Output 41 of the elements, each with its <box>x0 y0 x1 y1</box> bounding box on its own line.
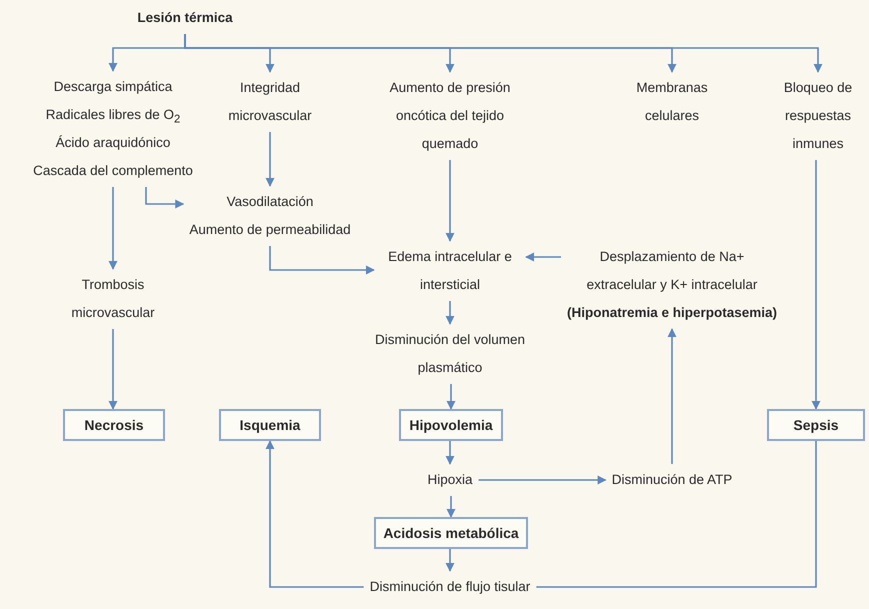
process-box: Hipovolemia <box>399 409 503 441</box>
node-text: Cascada del complemento <box>32 162 194 180</box>
node-text: Aumento de permeabilidad <box>189 221 351 239</box>
node-text: Integridad microvascular <box>209 72 331 132</box>
process-box: Isquemia <box>219 409 321 441</box>
arrow <box>108 187 118 270</box>
arrow <box>668 328 676 464</box>
arrow <box>446 301 454 325</box>
arrow <box>812 160 820 410</box>
arrow <box>266 440 364 588</box>
node-text: Trombosis microvascular <box>47 269 179 329</box>
arrow <box>108 329 118 410</box>
arrow <box>145 187 184 208</box>
node-text: Vasodilatación <box>226 193 314 211</box>
arrow <box>446 549 454 572</box>
node-text: Desplazamiento de Na+ extracelular y K+ intracelular <box>586 248 758 294</box>
node-text: Disminución del volumen plasmático <box>344 324 556 384</box>
arrow <box>269 246 375 274</box>
arrow <box>446 384 456 410</box>
process-box: Acidosis metabólica <box>374 517 528 549</box>
node-text: (Hiponatremia e hiperpotasemia) <box>567 304 777 322</box>
node-text: Ácido araquidónico <box>54 134 172 152</box>
arrow <box>446 160 454 242</box>
node-text: Descarga simpática <box>52 78 174 96</box>
node-text: Aumento de presión oncótica del tejido quemado <box>369 72 531 160</box>
arrow <box>446 441 454 465</box>
process-box: Necrosis <box>63 409 165 441</box>
process-box: Sepsis <box>767 409 865 441</box>
node-text: Membranas celulares <box>611 72 733 132</box>
node-text: Disminución de ATP <box>606 464 738 496</box>
arrow <box>525 252 561 262</box>
arrow <box>478 476 607 484</box>
node-text: Radicales libres de O$_{2}$ <box>44 106 182 128</box>
node-text: Edema intracelular e intersticial <box>374 241 526 301</box>
node-text: Hipoxia <box>421 464 479 496</box>
title-text: Lesión térmica <box>131 2 239 34</box>
node-text: Bloqueo de respuestas inmunes <box>762 72 869 160</box>
arrow <box>446 496 456 518</box>
node-text: Disminución de flujo tisular <box>364 571 536 603</box>
arrow <box>184 34 822 73</box>
arrow <box>266 132 274 187</box>
